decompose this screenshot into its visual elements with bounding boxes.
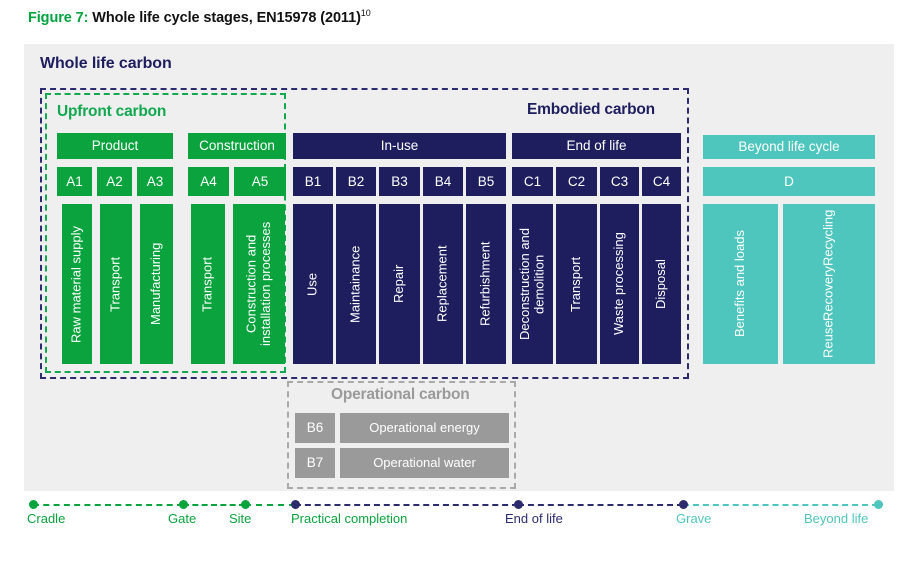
timeline-label-end-of-life: End of life	[505, 511, 563, 526]
module-code-a2[interactable]: A2	[97, 167, 132, 196]
timeline-label-gate: Gate	[168, 511, 197, 526]
timeline-dot-site[interactable]	[241, 500, 250, 509]
module-name-c3[interactable]: Waste processing	[600, 204, 639, 364]
module-code-a3[interactable]: A3	[137, 167, 173, 196]
timeline-dot-end-of-life[interactable]	[514, 500, 523, 509]
group-label-embodied-carbon: Embodied carbon	[527, 101, 655, 118]
module-name-b5[interactable]: Refurbishment	[466, 204, 506, 364]
reuse-line-2: Recovery	[820, 265, 836, 321]
module-code-b6[interactable]: B6	[295, 413, 335, 443]
module-name-reuse-recovery-recycling[interactable]: Reuse Recovery Recycling	[783, 204, 875, 364]
timeline-dot-practical-completion[interactable]	[291, 500, 300, 509]
timeline-dot-gate[interactable]	[179, 500, 188, 509]
timeline-label-practical-completion: Practical completion	[291, 511, 408, 526]
timeline-label-site: Site	[229, 511, 252, 526]
timeline-segment-cradle-gate	[33, 504, 183, 506]
module-name-a3[interactable]: Manufacturing	[140, 204, 173, 364]
module-name-b3[interactable]: Repair	[379, 204, 420, 364]
module-code-c4[interactable]: C4	[642, 167, 681, 196]
reuse-line-1: Reuse	[820, 320, 836, 359]
module-name-b2[interactable]: Maintainance	[336, 204, 376, 364]
module-name-a5[interactable]: Construction and installation processes	[233, 204, 285, 364]
band-construction[interactable]: Construction	[188, 133, 286, 159]
module-name-a1[interactable]: Raw material supply	[62, 204, 92, 364]
timeline-segment-practical-endoflife	[295, 504, 518, 506]
timeline-segment-site-practical	[245, 504, 295, 506]
group-label-upfront-carbon: Upfront carbon	[57, 103, 167, 120]
module-name-benefits-and-loads[interactable]: Benefits and loads	[703, 204, 778, 364]
band-in-use[interactable]: In-use	[293, 133, 506, 159]
module-name-b4[interactable]: Replacement	[423, 204, 463, 364]
timeline-dot-grave[interactable]	[679, 500, 688, 509]
module-name-b1[interactable]: Use	[293, 204, 333, 364]
figure-caption: Figure 7: Whole life cycle stages, EN159…	[28, 8, 371, 26]
module-name-c2[interactable]: Transport	[556, 204, 597, 364]
upfront-carbon-frame	[45, 93, 286, 373]
module-code-b2[interactable]: B2	[336, 167, 376, 196]
module-code-a1[interactable]: A1	[57, 167, 92, 196]
reuse-line-3: Recycling	[820, 209, 836, 266]
timeline-dot-cradle[interactable]	[29, 500, 38, 509]
timeline-dot-beyond-life[interactable]	[874, 500, 883, 509]
group-label-operational-carbon: Operational carbon	[331, 386, 470, 403]
module-code-b3[interactable]: B3	[379, 167, 420, 196]
module-code-c1[interactable]: C1	[512, 167, 553, 196]
band-beyond-life-cycle[interactable]: Beyond life cycle	[703, 135, 875, 159]
footnote-marker: 10	[360, 8, 371, 18]
operational-carbon-frame	[287, 381, 516, 489]
embodied-carbon-frame	[40, 88, 689, 379]
module-code-b1[interactable]: B1	[293, 167, 333, 196]
module-code-a5[interactable]: A5	[234, 167, 286, 196]
timeline-segment-grave-beyondlife	[683, 504, 878, 506]
module-name-b7[interactable]: Operational water	[340, 448, 509, 478]
module-code-a4[interactable]: A4	[188, 167, 229, 196]
figure-title: Whole life cycle stages, EN15978 (2011)	[88, 9, 361, 26]
module-code-b4[interactable]: B4	[423, 167, 463, 196]
module-name-a2[interactable]: Transport	[100, 204, 132, 364]
band-end-of-life[interactable]: End of life	[512, 133, 681, 159]
module-name-c1[interactable]: Deconstruction and demolition	[512, 204, 553, 364]
module-code-b7[interactable]: B7	[295, 448, 335, 478]
module-name-a4[interactable]: Transport	[191, 204, 225, 364]
timeline-label-beyond-life: Beyond life	[804, 511, 869, 526]
module-name-c4[interactable]: Disposal	[642, 204, 681, 364]
timeline-segment-gate-site	[183, 504, 245, 506]
module-name-b6[interactable]: Operational energy	[340, 413, 509, 443]
module-code-b5[interactable]: B5	[466, 167, 506, 196]
module-code-c2[interactable]: C2	[556, 167, 597, 196]
module-code-d[interactable]: D	[703, 167, 875, 196]
timeline-segment-endoflife-grave	[518, 504, 683, 506]
band-product[interactable]: Product	[57, 133, 173, 159]
timeline-label-grave: Grave	[676, 511, 712, 526]
page-title: Whole life carbon	[40, 55, 172, 72]
module-code-c3[interactable]: C3	[600, 167, 639, 196]
figure-number: Figure 7:	[28, 9, 89, 26]
timeline-label-cradle: Cradle	[27, 511, 66, 526]
